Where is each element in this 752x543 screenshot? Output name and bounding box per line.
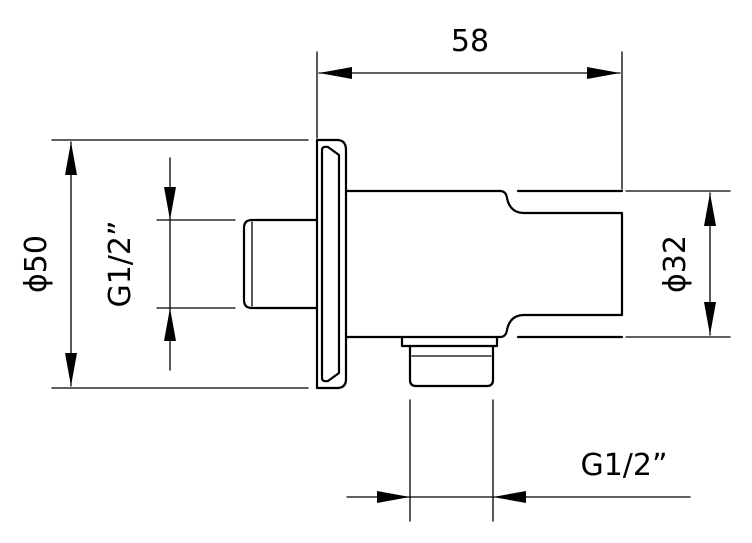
dimension-flange-diameter: ϕ50 bbox=[19, 139, 309, 389]
arrowhead-left bbox=[493, 491, 526, 503]
arrowhead-up bbox=[704, 193, 716, 226]
inlet-nipple bbox=[242, 218, 319, 310]
arrowhead-up bbox=[164, 308, 176, 341]
arrowhead-up bbox=[65, 142, 77, 175]
body-outline bbox=[344, 189, 624, 339]
arrowhead-down bbox=[65, 353, 77, 386]
arrowhead-right bbox=[587, 67, 620, 79]
dimension-flange-diameter-label: ϕ50 bbox=[19, 235, 54, 293]
dimension-inlet-thread: G1/2” bbox=[103, 157, 236, 371]
wall-outlet-part bbox=[242, 138, 624, 390]
outlet-nipple bbox=[408, 344, 495, 388]
dimension-length-label: 58 bbox=[451, 24, 489, 59]
dimension-outlet-thread-label: G1/2” bbox=[580, 448, 667, 483]
arrowhead-right bbox=[377, 491, 410, 503]
outlet-nipple-neck bbox=[400, 335, 499, 348]
dimension-inlet-thread-label: G1/2” bbox=[103, 220, 138, 307]
dimension-length: 58 bbox=[316, 24, 623, 190]
dimension-body-diameter-label: ϕ32 bbox=[658, 235, 693, 293]
arrowhead-down bbox=[164, 187, 176, 220]
dimension-outlet-thread: G1/2” bbox=[346, 399, 691, 522]
dimension-body-diameter: ϕ32 bbox=[625, 190, 731, 338]
flange-inner-edge bbox=[320, 145, 341, 383]
flange-outline bbox=[315, 138, 348, 390]
arrowhead-left bbox=[319, 67, 352, 79]
arrowhead-down bbox=[704, 302, 716, 335]
